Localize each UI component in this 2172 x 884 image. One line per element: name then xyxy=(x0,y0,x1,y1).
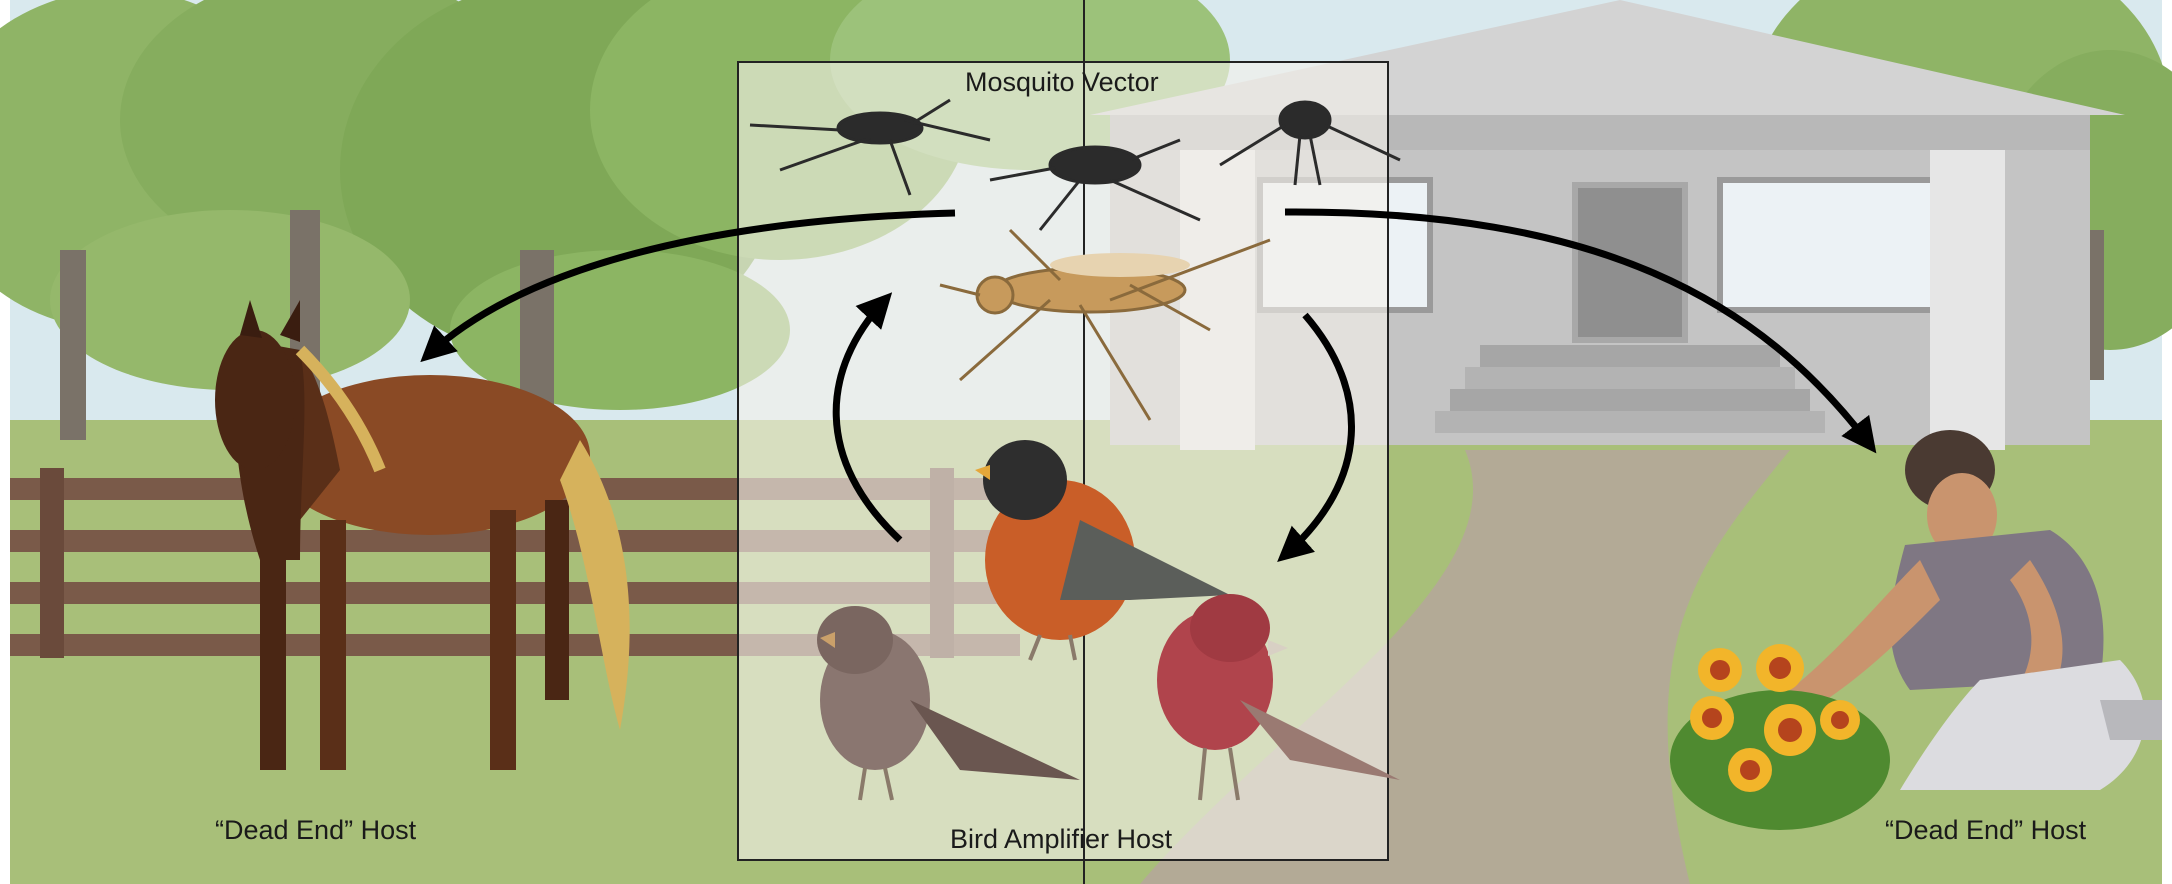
dead-end-host-label-left: “Dead End” Host xyxy=(215,815,416,846)
dead-end-host-label-right: “Dead End” Host xyxy=(1885,815,2086,846)
amplifier-host-label: Bird Amplifier Host xyxy=(950,824,1172,855)
vector-label: Mosquito Vector xyxy=(965,67,1159,98)
